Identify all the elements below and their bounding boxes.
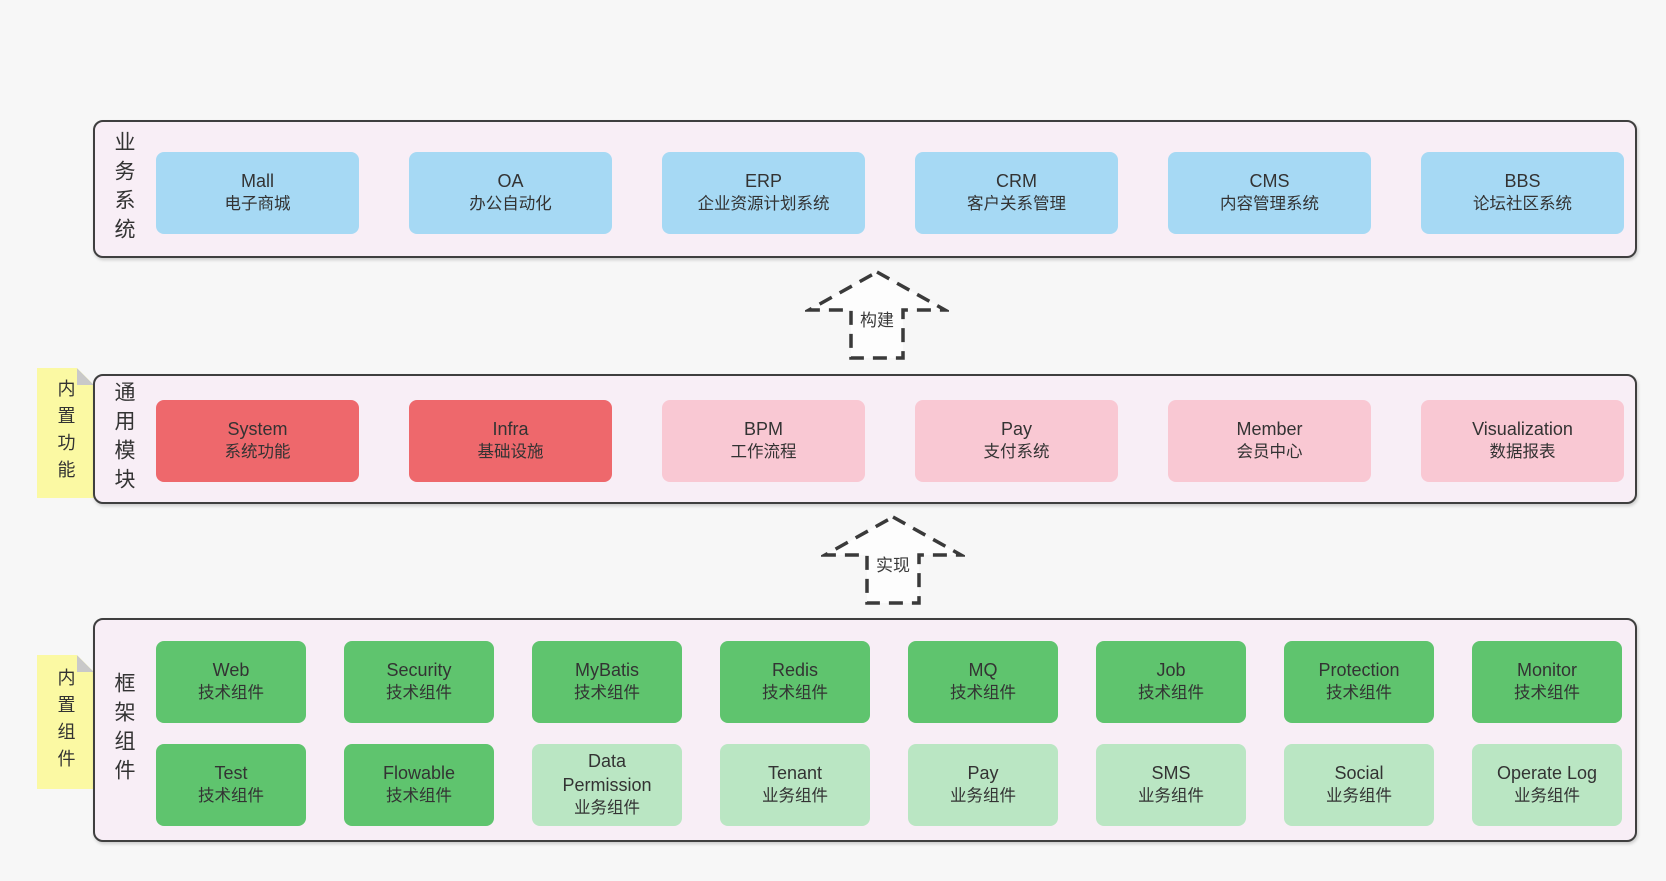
tier-common-modules: 通用模块 System 系统功能 Infra 基础设施 BPM 工作流程 Pay 支付系统 Me… xyxy=(93,374,1637,504)
box-subtitle: 数据报表 xyxy=(1489,442,1556,461)
box-sms: SMS 业务组件 xyxy=(1096,744,1246,826)
box-title: MQ xyxy=(968,660,998,681)
box-test: Test 技术组件 xyxy=(156,744,306,826)
box-monitor: Monitor 技术组件 xyxy=(1472,641,1622,723)
box-web: Web 技术组件 xyxy=(156,641,306,723)
box-subtitle: 业务组件 xyxy=(1326,786,1392,805)
box-operate-log: Operate Log 业务组件 xyxy=(1472,744,1622,826)
box-subtitle: 技术组件 xyxy=(574,683,640,702)
box-security: Security 技术组件 xyxy=(344,641,494,723)
box-title: Social xyxy=(1334,763,1384,784)
box-subtitle: 内容管理系统 xyxy=(1220,194,1319,213)
box-member: Member 会员中心 xyxy=(1168,400,1371,482)
tier-business-systems: 业务系统 Mall 电子商城 OA 办公自动化 ERP 企业资源计划系统 CRM 客户关系管理… xyxy=(93,120,1637,258)
box-title: CMS xyxy=(1249,171,1290,192)
box-title: Security xyxy=(386,660,452,681)
box-title: Data Permission xyxy=(562,751,652,796)
box-cms: CMS 内容管理系统 xyxy=(1168,152,1371,234)
box-subtitle: 技术组件 xyxy=(386,786,452,805)
box-title: SMS xyxy=(1151,763,1191,784)
box-title: ERP xyxy=(744,171,782,192)
box-subtitle: 技术组件 xyxy=(1138,683,1204,702)
box-subtitle: 技术组件 xyxy=(198,683,264,702)
box-title: Job xyxy=(1156,660,1186,681)
arrow-implement-label: 实现 xyxy=(873,550,913,577)
box-title: Member xyxy=(1236,419,1303,440)
box-subtitle: 业务组件 xyxy=(1138,786,1204,805)
box-bpm: BPM 工作流程 xyxy=(662,400,865,482)
box-subtitle: 客户关系管理 xyxy=(967,194,1066,213)
box-flowable: Flowable 技术组件 xyxy=(344,744,494,826)
box-title: Infra xyxy=(492,419,529,440)
box-title: Web xyxy=(212,660,250,681)
box-title: Mall xyxy=(240,171,274,192)
tier-label-framework-components: 框架组件 xyxy=(112,672,135,788)
box-subtitle: 业务组件 xyxy=(574,798,640,817)
box-subtitle: 支付系统 xyxy=(983,442,1050,461)
box-subtitle: 基础设施 xyxy=(477,442,544,461)
box-subtitle: 电子商城 xyxy=(224,194,291,213)
box-mybatis: MyBatis 技术组件 xyxy=(532,641,682,723)
box-job: Job 技术组件 xyxy=(1096,641,1246,723)
box-subtitle: 技术组件 xyxy=(762,683,828,702)
box-protection: Protection 技术组件 xyxy=(1284,641,1434,723)
box-title: Flowable xyxy=(382,763,456,784)
box-erp: ERP 企业资源计划系统 xyxy=(662,152,865,234)
box-row-common-modules: System 系统功能 Infra 基础设施 BPM 工作流程 Pay 支付系统 Member 会… xyxy=(156,400,1624,482)
sticky-note-built-in-components: 内置组件 xyxy=(37,655,94,789)
box-title: OA xyxy=(497,171,524,192)
sticky-note-built-in-functions: 内置功能 xyxy=(37,368,94,498)
box-title: Pay xyxy=(1000,419,1033,440)
box-title: BPM xyxy=(743,419,783,440)
box-title: Operate Log xyxy=(1496,763,1598,784)
box-title: BBS xyxy=(1504,171,1541,192)
tier-label-common-modules: 通用模块 xyxy=(112,381,135,497)
box-pay: Pay 支付系统 xyxy=(915,400,1118,482)
box-subtitle: 论坛社区系统 xyxy=(1473,194,1572,213)
arrow-implement: 实现 xyxy=(821,514,965,606)
box-subtitle: 办公自动化 xyxy=(469,194,552,213)
tier-label-business-systems: 业务系统 xyxy=(112,131,135,247)
box-oa: OA 办公自动化 xyxy=(409,152,612,234)
box-title: Tenant xyxy=(767,763,823,784)
box-subtitle: 企业资源计划系统 xyxy=(697,194,830,213)
box-row-business-systems: Mall 电子商城 OA 办公自动化 ERP 企业资源计划系统 CRM 客户关系管理 CMS 内容… xyxy=(156,152,1624,234)
box-redis: Redis 技术组件 xyxy=(720,641,870,723)
box-subtitle: 技术组件 xyxy=(1326,683,1392,702)
box-bbs: BBS 论坛社区系统 xyxy=(1421,152,1624,234)
box-title: Pay xyxy=(967,763,999,784)
box-pay: Pay 业务组件 xyxy=(908,744,1058,826)
box-subtitle: 业务组件 xyxy=(950,786,1016,805)
box-title: Monitor xyxy=(1516,660,1578,681)
box-subtitle: 业务组件 xyxy=(762,786,828,805)
box-subtitle: 工作流程 xyxy=(730,442,797,461)
box-title: Visualization xyxy=(1472,419,1573,440)
box-title: System xyxy=(227,419,288,440)
box-title: CRM xyxy=(996,171,1037,192)
box-system: System 系统功能 xyxy=(156,400,359,482)
box-title: Redis xyxy=(771,660,819,681)
box-subtitle: 系统功能 xyxy=(224,442,291,461)
box-subtitle: 技术组件 xyxy=(386,683,452,702)
box-infra: Infra 基础设施 xyxy=(409,400,612,482)
box-subtitle: 技术组件 xyxy=(1514,683,1580,702)
box-visualization: Visualization 数据报表 xyxy=(1421,400,1624,482)
box-subtitle: 会员中心 xyxy=(1236,442,1303,461)
box-mall: Mall 电子商城 xyxy=(156,152,359,234)
box-mq: MQ 技术组件 xyxy=(908,641,1058,723)
box-title: MyBatis xyxy=(574,660,639,681)
box-data-permission: Data Permission 业务组件 xyxy=(532,744,682,826)
box-crm: CRM 客户关系管理 xyxy=(915,152,1118,234)
box-title: Test xyxy=(214,763,248,784)
arrow-build: 构建 xyxy=(805,269,949,361)
box-title: Protection xyxy=(1318,660,1400,681)
box-subtitle: 技术组件 xyxy=(198,786,264,805)
box-subtitle: 业务组件 xyxy=(1514,786,1580,805)
arrow-build-label: 构建 xyxy=(857,305,897,332)
box-tenant: Tenant 业务组件 xyxy=(720,744,870,826)
box-subtitle: 技术组件 xyxy=(950,683,1016,702)
box-social: Social 业务组件 xyxy=(1284,744,1434,826)
